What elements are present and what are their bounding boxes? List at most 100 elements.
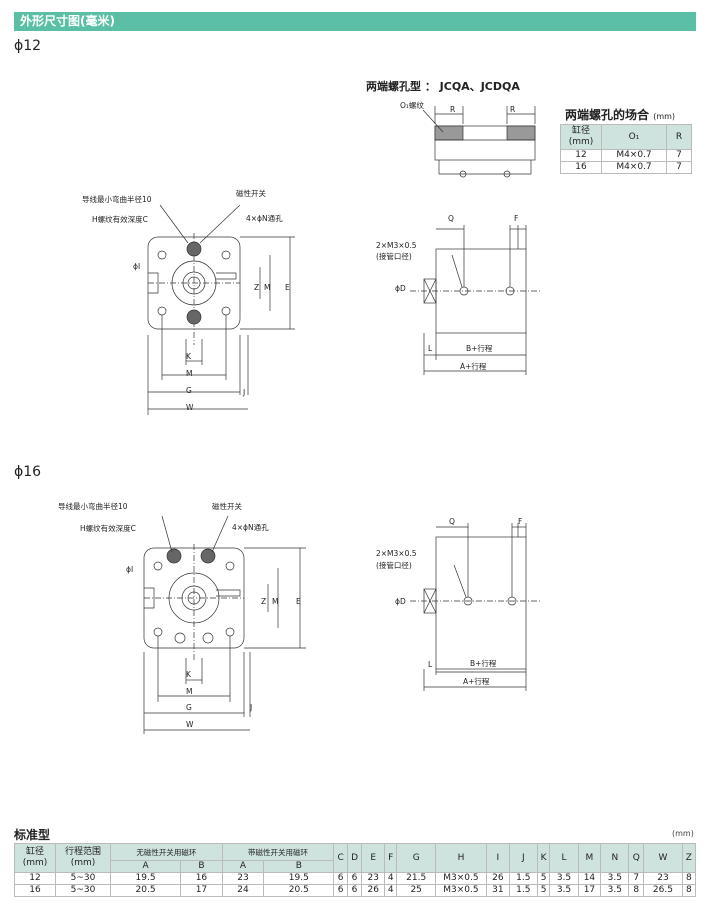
front12-e-label: E bbox=[285, 283, 290, 292]
size-label-12: ϕ12 bbox=[14, 38, 42, 54]
front16-k-label: K bbox=[186, 670, 191, 679]
table-cell: 8 bbox=[628, 884, 645, 897]
front12-g-label: G bbox=[186, 386, 192, 395]
front16-switch-label: 磁性开关 bbox=[212, 502, 242, 511]
std-header-col: H bbox=[434, 843, 487, 873]
ports-header-o: O₁ bbox=[601, 124, 667, 150]
table-cell: 6 bbox=[346, 884, 363, 897]
front16-holes-label: 4×ϕN通孔 bbox=[232, 523, 269, 532]
standard-title: 标准型 bbox=[14, 828, 51, 842]
table-cell: 14 bbox=[577, 872, 602, 885]
std-header-col: J bbox=[508, 843, 538, 873]
table-cell: 6 bbox=[333, 884, 348, 897]
table-cell: 24 bbox=[221, 884, 265, 897]
table-cell: 6 bbox=[333, 872, 348, 885]
std-subheader: A bbox=[221, 860, 265, 873]
std-header-col: C bbox=[333, 843, 348, 873]
table-cell: 8 bbox=[681, 872, 697, 885]
port16-b-label: B+行程 bbox=[470, 659, 497, 668]
side-o-thread-label: O₁螺纹 bbox=[400, 101, 424, 110]
port-view-16-drawing bbox=[410, 523, 540, 691]
table-cell: 6 bbox=[346, 872, 363, 885]
front16-z-label: Z bbox=[261, 597, 267, 606]
front-view-12-drawing bbox=[147, 204, 295, 415]
std-header-col: Q bbox=[628, 843, 645, 873]
side-r-label-2: R bbox=[510, 105, 516, 114]
ports-header-bore: 缸径 (mm) bbox=[560, 124, 602, 150]
front16-w-label: W bbox=[186, 720, 194, 729]
front16-i-label: ϕI bbox=[126, 565, 134, 574]
port16-port1-label: 2×M3×0.5 bbox=[376, 549, 417, 558]
port16-q-label: Q bbox=[449, 517, 455, 526]
std-subheader: B bbox=[180, 860, 223, 873]
table-cell: 26 bbox=[361, 884, 386, 897]
ports-table-title: 两端螺孔的场合 (mm) bbox=[565, 106, 675, 123]
front16-thread-label: H螺纹有效深度C bbox=[80, 524, 136, 533]
port12-q-label: Q bbox=[448, 214, 454, 223]
table-cell: 17 bbox=[180, 884, 223, 897]
table-cell: 3.5 bbox=[600, 884, 630, 897]
std-subheader: A bbox=[109, 860, 182, 873]
port16-a-label: A+行程 bbox=[463, 677, 490, 686]
std-header-col: K bbox=[536, 843, 551, 873]
port16-l-label: L bbox=[428, 660, 433, 669]
std-header-col: E bbox=[361, 843, 386, 873]
front12-w-label: W bbox=[186, 403, 194, 412]
std-header-col: G bbox=[396, 843, 436, 873]
front16-j-label: J bbox=[250, 703, 253, 712]
table-cell: 19.5 bbox=[109, 872, 182, 885]
table-cell: 12 bbox=[14, 872, 56, 885]
table-cell: 4 bbox=[384, 872, 398, 885]
std-header-col: F bbox=[384, 843, 398, 873]
std-header-col: M bbox=[577, 843, 602, 873]
table-cell: 5~30 bbox=[55, 884, 111, 897]
table-cell: 20.5 bbox=[263, 884, 335, 897]
table-cell: 26 bbox=[485, 872, 510, 885]
std-header-col: I bbox=[485, 843, 510, 873]
ports-header-r: R bbox=[666, 124, 692, 150]
standard-table: 缸径 (mm) 行程范围 (mm) 无磁性开关用磁环 带磁性开关用磁环 C D … bbox=[14, 843, 697, 897]
side-view-drawing bbox=[422, 106, 536, 178]
table-cell: 5~30 bbox=[55, 872, 111, 885]
std-header-col: W bbox=[643, 843, 683, 873]
ports-table: 缸径 (mm) O₁ R 12 M4×0.7 7 16 M4×0.7 7 bbox=[560, 124, 692, 174]
side-view-title: 两端螺孔型 ： JCQA、JCDQA bbox=[366, 80, 520, 93]
table-cell: 20.5 bbox=[109, 884, 182, 897]
table-cell: 19.5 bbox=[263, 872, 335, 885]
front12-switch-label: 磁性开关 bbox=[236, 189, 266, 198]
table-cell: 4 bbox=[384, 884, 398, 897]
std-header-stroke: 行程范围 (mm) bbox=[55, 843, 111, 873]
table-cell: 21.5 bbox=[396, 872, 436, 885]
port16-f-label: F bbox=[518, 517, 523, 526]
page-title: 外形尺寸图(毫米) bbox=[20, 14, 115, 28]
table-cell: 3.5 bbox=[549, 884, 579, 897]
front16-m-v-label: M bbox=[272, 597, 279, 606]
std-header-col: N bbox=[600, 843, 630, 873]
table-cell: 25 bbox=[396, 884, 436, 897]
front12-j-label: J bbox=[243, 388, 246, 397]
size-label-16: ϕ16 bbox=[14, 464, 42, 480]
front12-i-label: ϕI bbox=[133, 262, 141, 271]
std-header-no-mag: 无磁性开关用磁环 bbox=[110, 843, 223, 861]
ports-cell: M4×0.7 bbox=[601, 161, 667, 174]
table-row: 16 M4×0.7 7 bbox=[560, 161, 692, 174]
front-view-16-drawing bbox=[143, 515, 306, 734]
std-header-col: Z bbox=[681, 843, 697, 873]
front12-thread-label: H螺纹有效深度C bbox=[92, 215, 148, 224]
table-cell: 5 bbox=[536, 884, 551, 897]
std-header-col: L bbox=[549, 843, 579, 873]
table-cell: 23 bbox=[361, 872, 386, 885]
table-cell: 1.5 bbox=[508, 884, 538, 897]
table-cell: 7 bbox=[628, 872, 645, 885]
std-header-bore: 缸径 (mm) bbox=[14, 843, 56, 873]
port12-b-label: B+行程 bbox=[466, 344, 493, 353]
port16-port2-label: (接管口径) bbox=[376, 561, 412, 570]
header-bar bbox=[14, 12, 696, 31]
front16-guide-label: 导线最小弯曲半径10 bbox=[58, 502, 128, 511]
front12-z-label: Z bbox=[254, 283, 260, 292]
table-cell: 23 bbox=[643, 872, 683, 885]
std-subheader: B bbox=[263, 860, 335, 873]
port12-port1-label: 2×M3×0.5 bbox=[376, 241, 417, 250]
